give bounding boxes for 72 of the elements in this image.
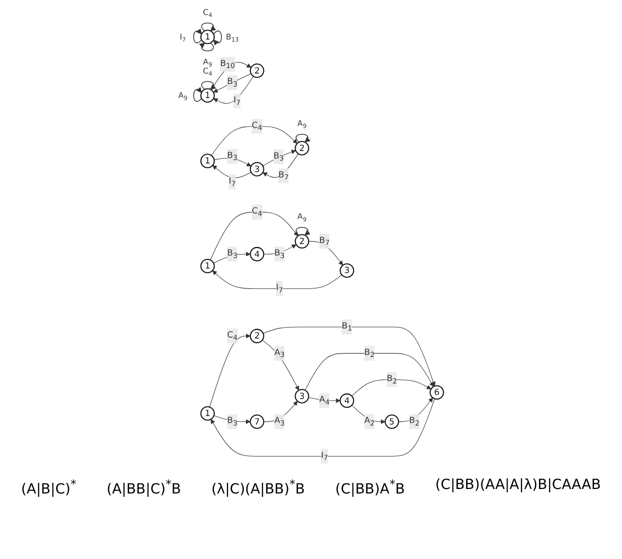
node-circle: 7 (250, 414, 264, 428)
loop-arrow (199, 42, 214, 51)
edge-label: B$_{3}$ (227, 414, 238, 428)
arrow (210, 211, 298, 260)
node-circle: 2 (294, 234, 310, 248)
loop-arrow (296, 226, 310, 236)
arrow (213, 72, 252, 92)
edge-label: B$_{2}$ (364, 346, 375, 359)
arrow (304, 352, 434, 390)
edge-label: A$_{4}$ (319, 394, 330, 406)
node-circle: 1 (200, 153, 215, 168)
arrow (264, 244, 296, 254)
node-circle: 1 (200, 88, 215, 102)
node-circle: 2 (250, 328, 264, 343)
node-circle: 1 (200, 29, 215, 44)
arrow (352, 378, 432, 396)
node-circle: 6 (430, 384, 444, 400)
edge-label: A$_{3}$ (274, 414, 285, 428)
node-circle: 4 (250, 246, 264, 261)
arrow (212, 270, 342, 288)
arrow (264, 400, 298, 422)
edge-label: A$_{3}$ (274, 346, 285, 359)
edge-label: B$_{10}$ (220, 58, 236, 70)
edge-label: I$_{7}$ (276, 282, 284, 294)
regular-expression: (λ|C)(A|BB)$^{*}$B (211, 477, 305, 498)
loop-arrow (213, 30, 222, 45)
loop-arrow (193, 28, 202, 43)
node-circle: 3 (250, 162, 264, 176)
regular-expression: (C|BB)(AA|A|λ)B|CAAAB (435, 477, 601, 495)
node-circle: 2 (250, 62, 264, 78)
edge-label: C$_{4}$ (252, 119, 262, 132)
edge-label: B$_{3}$ (274, 247, 285, 260)
edge-label: I$_{7}$ (234, 94, 241, 106)
edge-label: C$_{4}$ (252, 205, 262, 218)
arrow (211, 61, 252, 90)
edge-label: B$_{7}$ (319, 234, 330, 247)
arrow (263, 326, 436, 386)
edge-label: C$_{4}$ (227, 329, 238, 342)
edge-label: I$_{7}$ (321, 449, 328, 462)
edge-label: I$_{7}$ (228, 175, 236, 188)
node-circle: 2 (294, 140, 310, 155)
loop-arrow (201, 22, 216, 31)
arrow (398, 397, 434, 422)
loop-arrow (296, 133, 310, 142)
node-circle: 5 (384, 414, 400, 428)
edge-label: B$_{2}$ (386, 372, 398, 386)
regular-expression: (A|BB|C)$^{*}$B (106, 477, 181, 498)
arrow (212, 164, 252, 178)
arrow (209, 333, 251, 407)
edge-label: B$_{3}$ (274, 150, 284, 162)
arrow (213, 76, 254, 104)
edge-label: A$_{2}$ (364, 414, 375, 428)
edge-label: B$_{3}$ (227, 150, 238, 162)
node-circle: 1 (200, 406, 215, 420)
edge-label: B$_{1}$ (342, 320, 352, 332)
regular-expression: (C|BB)A$^{*}$B (335, 477, 405, 498)
edge-label: B$_{7}$ (278, 168, 289, 182)
arrow (308, 240, 344, 265)
node-circle: 3 (340, 262, 354, 278)
arrow (211, 126, 298, 156)
arrow (352, 404, 386, 424)
loop-arrow (193, 86, 202, 102)
edge-label: B$_{3}$ (227, 247, 238, 260)
loop-arrow (201, 80, 216, 90)
edge-label: B$_{3}$ (227, 76, 238, 88)
regular-expression: (A|B|C)$^{*}$ (21, 477, 76, 498)
node-circle: 4 (340, 392, 354, 408)
node-circle: 1 (200, 258, 215, 273)
edge-label: B$_{2}$ (409, 414, 420, 428)
arrow (213, 251, 251, 263)
arrow (262, 339, 300, 390)
node-circle: 3 (294, 388, 310, 403)
